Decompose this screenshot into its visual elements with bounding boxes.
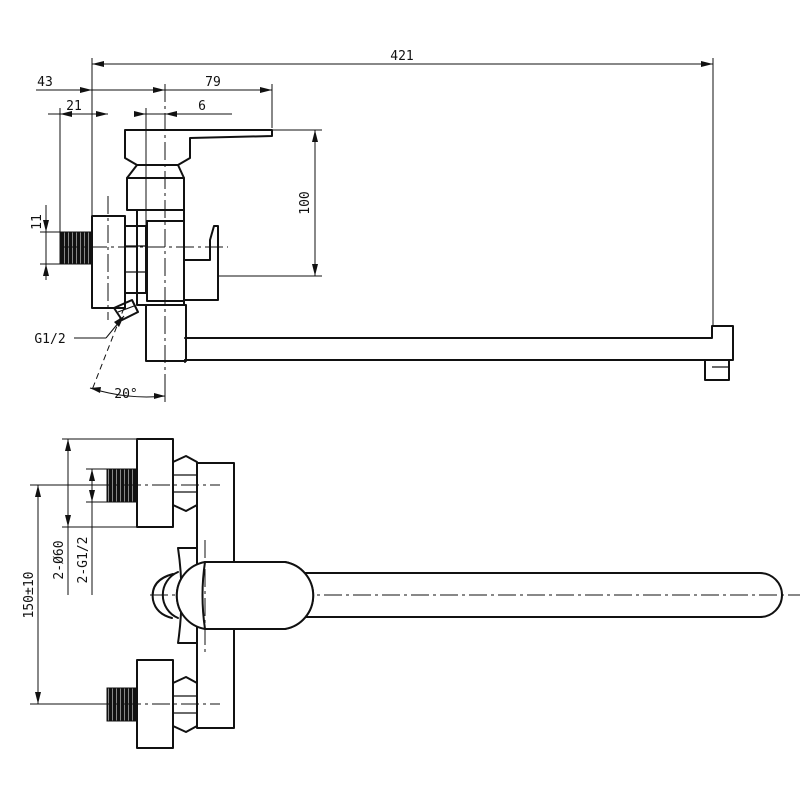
dim-offset-left: 43 [37, 75, 53, 90]
spout-collar [145, 304, 187, 362]
side-lever [124, 129, 273, 166]
side-spout [184, 325, 734, 361]
side-dimensions: 421 43 79 21 6 100 1 [30, 49, 714, 402]
top-upper-hex-nut [172, 455, 198, 512]
dim-center-distance: 150±10 [22, 572, 37, 619]
dim-small-offset: 6 [198, 99, 206, 114]
dim-offset-pipe: 21 [66, 99, 82, 114]
side-hex-nut [124, 225, 147, 294]
dim-inlet-threads: 2-G1/2 [76, 537, 91, 584]
label-swivel-angle: 20° [114, 387, 137, 402]
aerator [704, 359, 730, 381]
top-view [94, 438, 800, 749]
dim-thread-gap: 11 [30, 214, 45, 230]
top-dimensions: 2-Ø60 2-G1/2 150±10 [22, 438, 137, 705]
side-inlet-thread [59, 231, 93, 265]
side-view [59, 84, 734, 402]
dim-flange-diameter: 2-Ø60 [52, 540, 67, 579]
top-upper-flange [136, 438, 174, 528]
dim-overall-length: 421 [390, 49, 413, 64]
dim-body-to-lever: 79 [205, 75, 221, 90]
side-cartridge-cover [183, 225, 219, 301]
label-inlet-thread: G1/2 [34, 332, 65, 347]
dim-height: 100 [298, 191, 313, 214]
side-body [136, 209, 185, 306]
